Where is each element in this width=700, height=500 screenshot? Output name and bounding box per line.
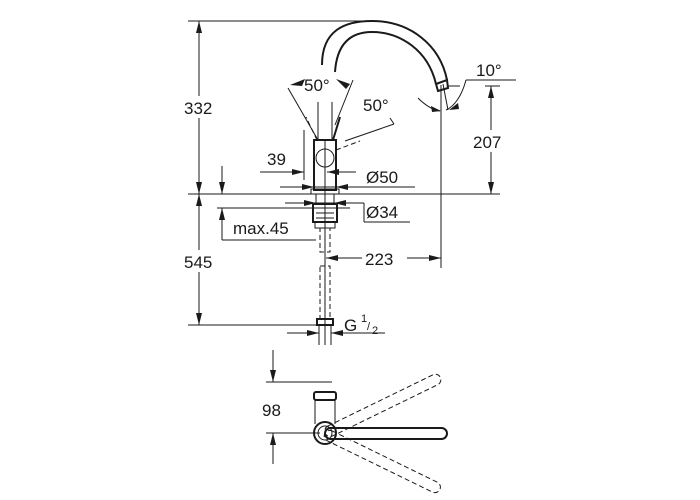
svg-text:2: 2 <box>372 325 378 337</box>
spout-angle-label: 10° <box>476 61 502 80</box>
spout-reach-label: 223 <box>365 250 393 269</box>
swivel-left-label: 50° <box>304 76 330 95</box>
shank-diameter-label: Ø34 <box>366 203 398 222</box>
top-view: 98 <box>262 350 448 494</box>
spout-inner <box>334 30 437 85</box>
svg-text:1: 1 <box>361 313 367 325</box>
svg-text:/: / <box>367 321 371 333</box>
max-thickness-label: max.45 <box>233 219 289 238</box>
connection-thread-label: G 1 / 2 <box>344 313 378 337</box>
total-height-label: 332 <box>184 99 212 118</box>
lever-offset-label: 39 <box>267 150 286 169</box>
svg-text:G: G <box>344 316 357 335</box>
lever-handle-top <box>324 427 448 440</box>
top-view-depth-label: 98 <box>262 401 281 420</box>
swivel-right-label: 50° <box>363 96 389 115</box>
below-counter-label: 545 <box>184 253 212 272</box>
spout-height-label: 207 <box>473 133 501 152</box>
side-view: 332 545 50° 50° <box>184 19 516 345</box>
spout-outer <box>321 19 448 81</box>
body-diameter-label: Ø50 <box>366 168 398 187</box>
